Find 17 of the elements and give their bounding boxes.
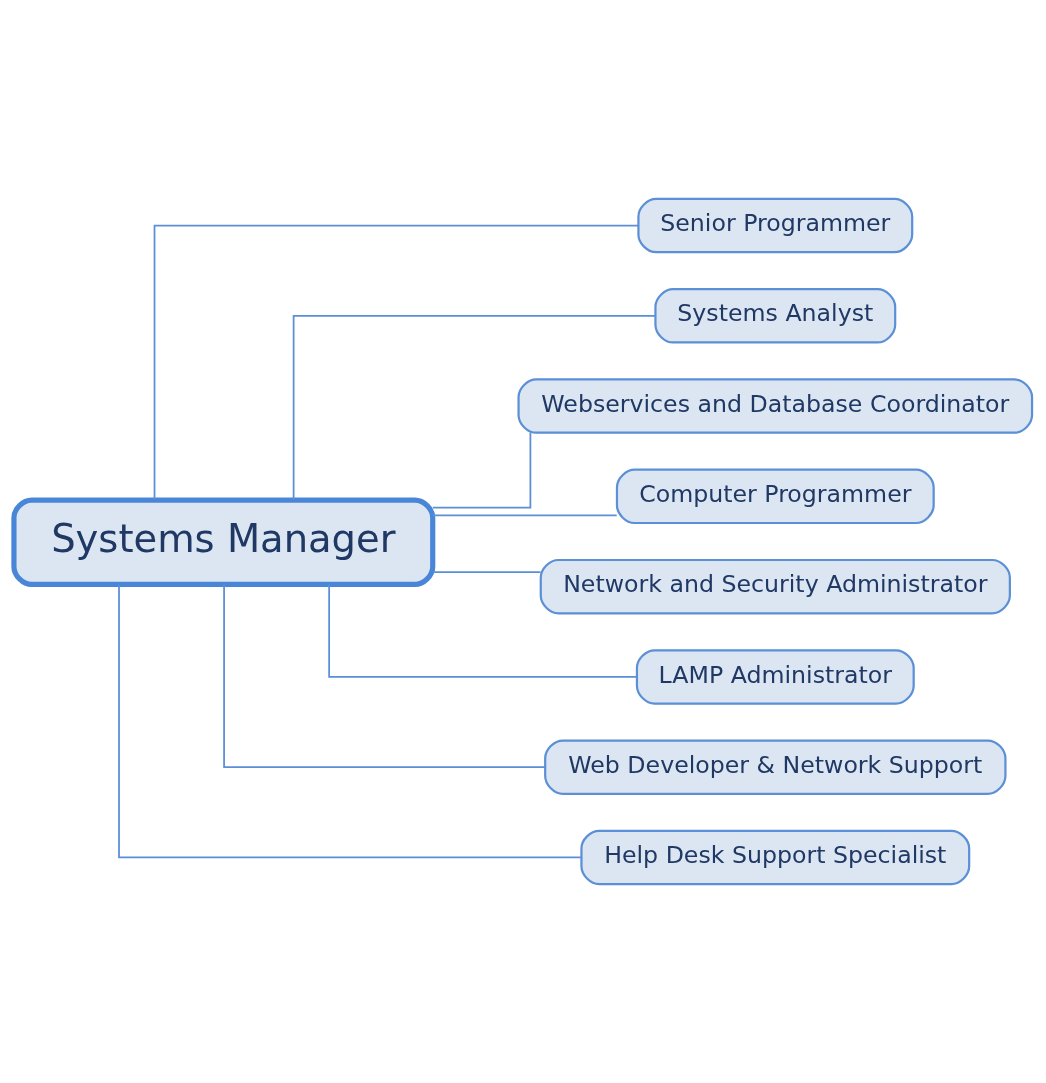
- connector: [223, 583, 546, 769]
- node-box: LAMP Administrator: [635, 649, 915, 705]
- connector: [292, 314, 656, 501]
- node-box: Systems Manager: [11, 497, 436, 587]
- connector: [153, 224, 640, 501]
- connector: [118, 583, 582, 859]
- connector: [431, 571, 542, 574]
- node-box: Webservices and Database Coordinator: [517, 378, 1034, 434]
- connector: [328, 583, 638, 678]
- node-box: Network and Security Administrator: [539, 558, 1011, 615]
- connector: [431, 514, 618, 517]
- connector: [431, 431, 532, 509]
- node-box: Web Developer & Network Support: [544, 739, 1007, 795]
- node-box: Systems Analyst: [654, 288, 897, 344]
- node-box: Senior Programmer: [637, 197, 914, 254]
- node-box: Help Desk Support Specialist: [580, 829, 971, 886]
- node-box: Computer Programmer: [615, 468, 935, 525]
